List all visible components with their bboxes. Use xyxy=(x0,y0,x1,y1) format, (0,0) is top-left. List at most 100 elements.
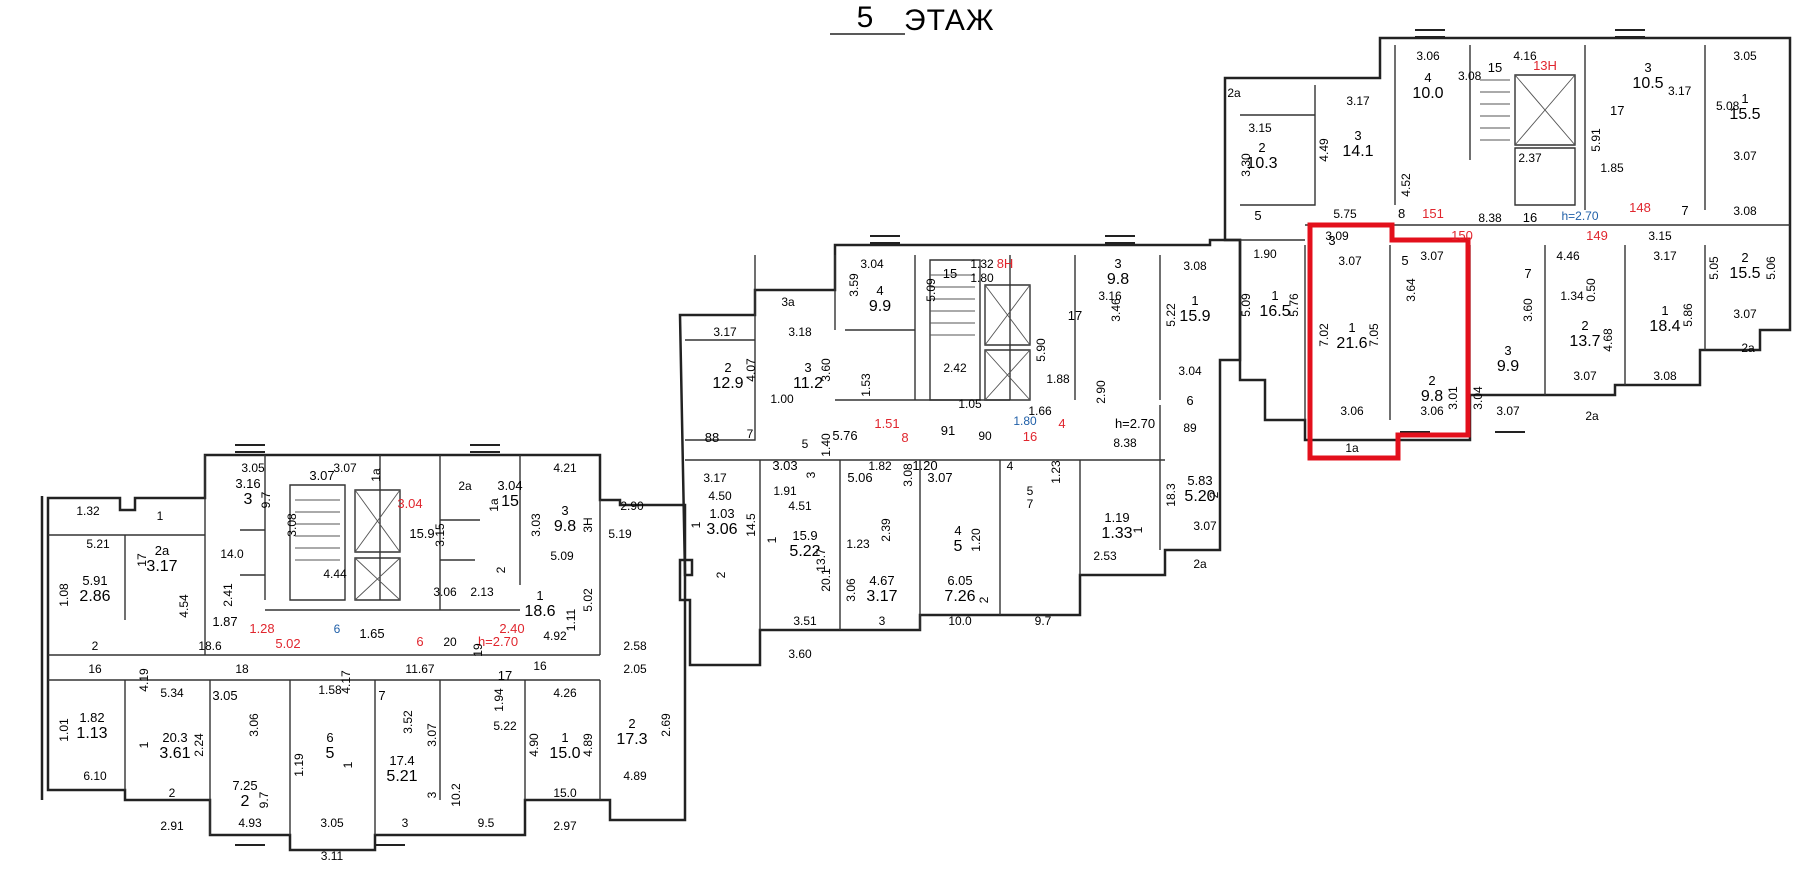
room-number: 4 xyxy=(954,523,961,538)
room-number: 7 xyxy=(1524,266,1531,281)
room-number: 1 xyxy=(1271,288,1278,303)
dim-label: 3.17 xyxy=(1653,249,1677,263)
room-area: 18.6 xyxy=(524,603,555,620)
room-area: 10.5 xyxy=(1632,75,1663,92)
dim-label: 5.34 xyxy=(160,686,184,700)
room-number: 7 xyxy=(378,688,385,703)
room-number: 4.67 xyxy=(869,573,894,588)
dim-label: 13.7 xyxy=(814,548,828,572)
dim-label: 3.05 xyxy=(320,816,344,830)
corridor-number: 1.65 xyxy=(359,626,384,641)
dim-label: 3.08 xyxy=(1458,69,1482,83)
dim-label: 2.90 xyxy=(1094,380,1108,404)
dim-label: 1 xyxy=(765,536,779,543)
dim-label: 1.90 xyxy=(1253,247,1277,261)
room-area: 5.20 xyxy=(1184,488,1215,505)
dim-label: 1.32 xyxy=(970,257,994,271)
dim-label: 3.07 xyxy=(1420,249,1444,263)
dim-label: 18.6 xyxy=(198,639,222,653)
room-area: 5.21 xyxy=(386,768,417,785)
dim-label: 5.22 xyxy=(1164,303,1178,327)
dim-label: 9.7 xyxy=(257,791,271,808)
dim-label: 5.90 xyxy=(1034,338,1048,362)
dim-label: 4.52 xyxy=(1399,173,1413,197)
room-number: 6 xyxy=(1186,393,1193,408)
room-area: 9.9 xyxy=(869,298,891,315)
corridor-dim: 8.38 xyxy=(1478,211,1502,225)
dim-label: 1.34 xyxy=(1560,289,1584,303)
dim-label: 2.41 xyxy=(221,583,235,607)
dim-label: 1.53 xyxy=(859,373,873,397)
room-area: 17.3 xyxy=(616,731,647,748)
dim-label: 3.07 xyxy=(1733,307,1757,321)
dim-label: 5.02 xyxy=(581,588,595,612)
dim-label: 3.17 xyxy=(1346,94,1370,108)
room-number: 1.03 xyxy=(709,506,734,521)
windows xyxy=(235,29,1645,846)
dim-label: 5.86 xyxy=(1681,303,1695,327)
dim-label: 3.15 xyxy=(1248,121,1272,135)
room-area: 15.9 xyxy=(1179,308,1210,325)
dim-label: 2.39 xyxy=(879,518,893,542)
dim-label: 5.21 xyxy=(86,537,110,551)
dim-label: 4.50 xyxy=(708,489,732,503)
corridor-number: 8 xyxy=(1398,206,1405,221)
balcony-label: 1.32 xyxy=(76,504,100,518)
room-area: 5 xyxy=(954,538,963,555)
ceiling-height: h=2.70 xyxy=(1561,209,1598,223)
room-number: 2 xyxy=(1428,373,1435,388)
dim-label: 10.2 xyxy=(449,783,463,807)
room-number: 5.06 xyxy=(847,470,872,485)
dim-label: 3.07 xyxy=(1496,404,1520,418)
dim-label: 3.46 xyxy=(1109,298,1123,322)
dim-label: 3.17 xyxy=(713,325,737,339)
dim-label: 1.23 xyxy=(1049,460,1063,484)
room-number: 4 xyxy=(876,283,883,298)
dim-label: 3.06 xyxy=(844,578,858,602)
dim-label: 17 xyxy=(135,553,149,567)
dim-label: 7.02 xyxy=(1317,323,1331,347)
dim-label: 4.44 xyxy=(323,567,347,581)
dim-label: 2.13 xyxy=(470,585,494,599)
dim-label: 1.58 xyxy=(318,683,342,697)
dim-label: 5.09 xyxy=(550,549,574,563)
dim-label: 4.89 xyxy=(581,733,595,757)
room-area: 15.5 xyxy=(1729,265,1760,282)
dim-label: 1.40 xyxy=(819,433,833,457)
dim-label: 3.51 xyxy=(793,614,817,628)
dim-label: 5.05 xyxy=(1707,256,1721,280)
dim-label: 3.04 xyxy=(1178,364,1202,378)
room-number: 17 xyxy=(498,668,512,683)
dim-label: 3.07 xyxy=(1193,519,1217,533)
apartment-number: 4 xyxy=(1058,416,1065,431)
balcony-label: 2a xyxy=(1227,86,1241,100)
dim-label: 3.59 xyxy=(847,273,861,297)
dim-label: 1.00 xyxy=(770,392,794,406)
dim-label: 1 xyxy=(341,761,355,768)
balcony-label: 2.91 xyxy=(160,819,184,833)
dim-label: 3.15 xyxy=(1648,229,1672,243)
room-number: 3.16 xyxy=(235,476,260,491)
dim-label: 3.30 xyxy=(1239,153,1253,177)
dim-label: 18.3 xyxy=(1164,483,1178,507)
dim-label: 1.05 xyxy=(958,397,982,411)
dim-label: 3.04 xyxy=(1471,386,1485,410)
corridor-number: h=2.70 xyxy=(1115,416,1155,431)
dim-label: 4.49 xyxy=(1317,138,1331,162)
balcony-label: 2.90 xyxy=(620,499,644,513)
room-number: 20.3 xyxy=(162,730,187,745)
dim-label: 5.19 xyxy=(608,527,632,541)
dim-label: 89 xyxy=(1183,421,1197,435)
corridor-number: 91 xyxy=(941,423,955,438)
dim-label: 3.60 xyxy=(1521,298,1535,322)
apartment-number: 8Н xyxy=(997,256,1014,271)
apartment-number: 1.28 xyxy=(249,621,274,636)
dim-label: 4.54 xyxy=(177,594,191,618)
room-number: 15.9 xyxy=(409,526,434,541)
dim-label: 1.20 xyxy=(969,528,983,552)
dim-label: 2 xyxy=(169,786,176,800)
dim-label: 2.42 xyxy=(943,361,967,375)
dim-label: 3.09 xyxy=(1325,229,1349,243)
room-number: 2 xyxy=(1581,318,1588,333)
dim-label: 2.69 xyxy=(659,713,673,737)
